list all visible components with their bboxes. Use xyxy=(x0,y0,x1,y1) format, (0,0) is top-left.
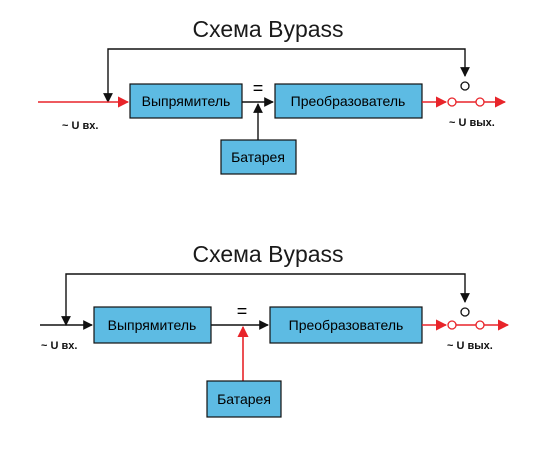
bypass-line xyxy=(103,48,470,103)
bypass-diagram-1: Схема Bypass ~ U вх. Выпрямитель = Батар… xyxy=(38,16,507,175)
rectifier-block xyxy=(93,306,212,344)
output-label: ~ U вых. xyxy=(449,117,495,129)
bypass-line xyxy=(61,273,470,326)
bypass-contact xyxy=(460,307,470,317)
battery-label: Батарея xyxy=(231,149,285,165)
output-contact-b xyxy=(475,97,485,107)
inverter-label: Преобразователь xyxy=(289,317,404,333)
inverter-block xyxy=(269,306,423,344)
rectifier-label: Выпрямитель xyxy=(142,93,231,109)
dc-symbol: = xyxy=(253,78,264,98)
battery-block xyxy=(206,380,282,418)
rectifier-block xyxy=(129,83,243,119)
bypass-diagram-2: Схема Bypass ~ U вх. Выпрямитель = Батар… xyxy=(40,241,510,418)
diagram-title: Схема Bypass xyxy=(192,16,343,42)
output-contact-b xyxy=(475,320,485,330)
diagram-title: Схема Bypass xyxy=(192,241,343,267)
battery-label: Батарея xyxy=(217,391,271,407)
inverter-block xyxy=(274,83,423,119)
dc-symbol: = xyxy=(237,301,248,321)
input-label: ~ U вх. xyxy=(41,340,77,352)
output-contact-a xyxy=(447,320,457,330)
battery-block xyxy=(220,139,297,175)
bypass-contact xyxy=(460,81,470,91)
output-contact-a xyxy=(447,97,457,107)
input-label: ~ U вх. xyxy=(62,120,98,132)
inverter-label: Преобразователь xyxy=(291,93,406,109)
output-label: ~ U вых. xyxy=(447,340,493,352)
rectifier-label: Выпрямитель xyxy=(108,317,197,333)
